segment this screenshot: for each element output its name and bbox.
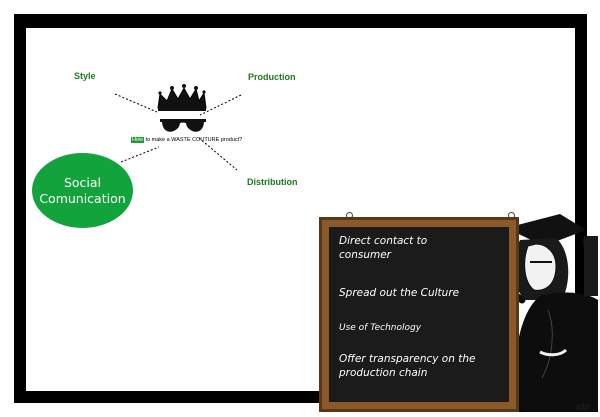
node-social-communication: Social Comunication bbox=[32, 153, 133, 228]
board-item-technology: Use of Technology bbox=[339, 323, 422, 333]
chalkboard: Direct contact to consumer Spread out th… bbox=[319, 217, 519, 412]
node-style: Style bbox=[74, 71, 96, 81]
connector-production bbox=[199, 94, 242, 116]
teacher-figure bbox=[459, 214, 598, 412]
sunglasses-icon bbox=[160, 119, 206, 132]
connector-distribution bbox=[198, 137, 238, 171]
board-item-transparency: Offer transparency on the production cha… bbox=[339, 353, 476, 379]
hub-question: How to make a WASTE COUTURE product? bbox=[131, 137, 242, 143]
hub-highlight: How bbox=[131, 137, 145, 143]
node-production: Production bbox=[248, 72, 296, 82]
connector-style bbox=[114, 93, 158, 113]
connector-social bbox=[120, 146, 160, 163]
page-number: #33 bbox=[576, 403, 590, 412]
board-item-spread-culture: Spread out the Culture bbox=[339, 287, 460, 299]
chalkboard-surface: Direct contact to consumer Spread out th… bbox=[329, 227, 509, 402]
node-distribution: Distribution bbox=[247, 177, 298, 187]
hub-question-text: to make a WASTE COUTURE product? bbox=[144, 137, 243, 143]
board-item-direct-contact: Direct contact to consumer bbox=[339, 235, 428, 261]
crown-icon bbox=[157, 84, 207, 111]
node-social-label: Social Comunication bbox=[39, 174, 126, 206]
